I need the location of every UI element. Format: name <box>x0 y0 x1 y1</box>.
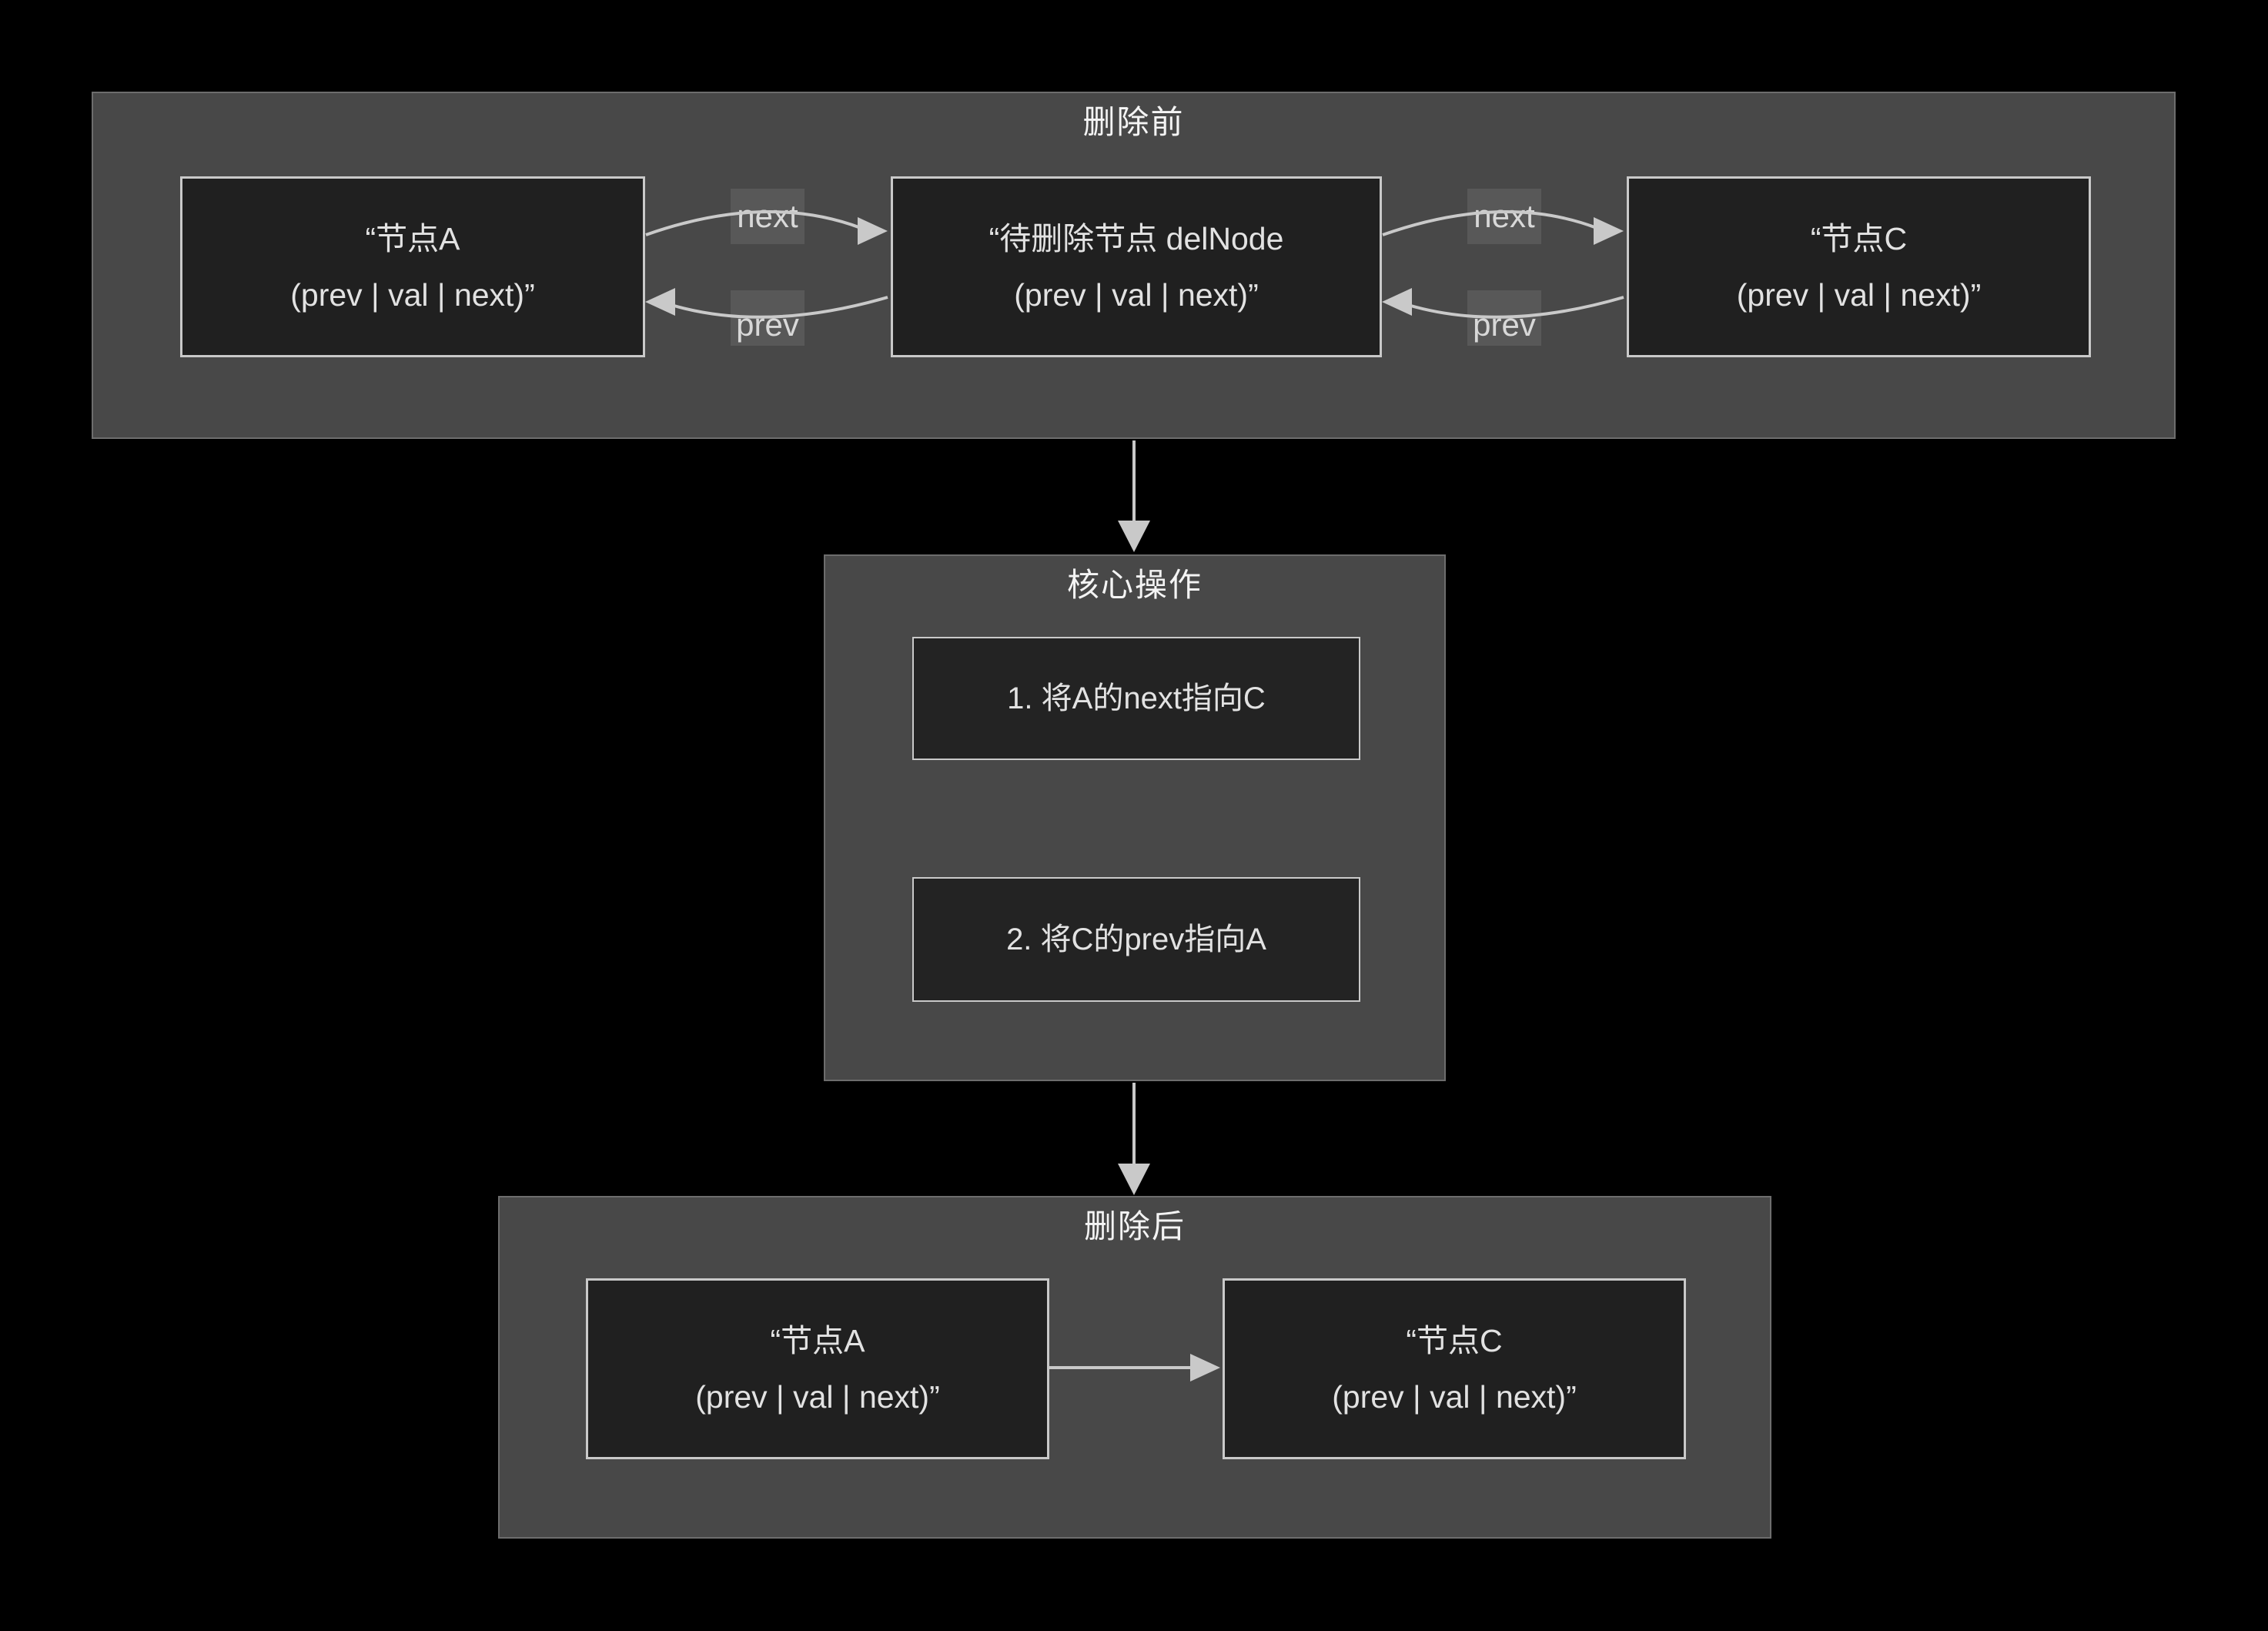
node-c-after-fields: (prev | val | next)” <box>1332 1378 1577 1415</box>
section-after-title: 删除后 <box>1083 1208 1186 1244</box>
section-core-title: 核心操作 <box>1066 567 1203 603</box>
node-c-before-box: “节点C (prev | val | next)” <box>1627 176 2091 357</box>
flow-arrow-core-to-after-head <box>1118 1164 1150 1195</box>
core-step-1-box: 1. 将A的next指向C <box>912 637 1360 760</box>
core-step-1-text: 1. 将A的next指向C <box>1007 682 1266 715</box>
node-a-before-box: “节点A (prev | val | next)” <box>180 176 645 357</box>
node-a-after-name: “节点A <box>770 1322 865 1358</box>
core-step-2-text: 2. 将C的prev指向A <box>1006 923 1266 956</box>
node-delnode-fields: (prev | val | next)” <box>1014 276 1259 313</box>
node-c-before-fields: (prev | val | next)” <box>1736 276 1982 313</box>
prev-pointer-label-right: prev <box>1467 290 1541 346</box>
next-pointer-label-left: next <box>731 189 805 244</box>
section-before-title: 删除前 <box>1082 104 1185 140</box>
section-before-deletion: 删除前 “节点A (prev | val | next)” “待删除节点 del… <box>92 92 2176 439</box>
next-pointer-label-right: next <box>1467 189 1541 244</box>
node-c-before-name: “节点C <box>1810 220 1908 256</box>
node-c-after-box: “节点C (prev | val | next)” <box>1223 1278 1686 1459</box>
section-after-deletion: 删除后 “节点A (prev | val | next)” “节点C (prev… <box>498 1196 1771 1539</box>
flow-arrow-before-to-core-head <box>1118 521 1150 552</box>
section-core-operations: 核心操作 1. 将A的next指向C 2. 将C的prev指向A <box>824 554 1446 1081</box>
prev-pointer-label-left: prev <box>731 290 805 346</box>
node-delnode-name: “待删除节点 delNode <box>988 220 1284 256</box>
core-step-2-box: 2. 将C的prev指向A <box>912 877 1360 1002</box>
node-a-before-name: “节点A <box>365 220 460 256</box>
node-c-after-name: “节点C <box>1406 1322 1503 1358</box>
node-a-after-fields: (prev | val | next)” <box>695 1378 940 1415</box>
node-a-before-fields: (prev | val | next)” <box>290 276 535 313</box>
node-delnode-box: “待删除节点 delNode (prev | val | next)” <box>891 176 1382 357</box>
node-a-after-box: “节点A (prev | val | next)” <box>586 1278 1049 1459</box>
